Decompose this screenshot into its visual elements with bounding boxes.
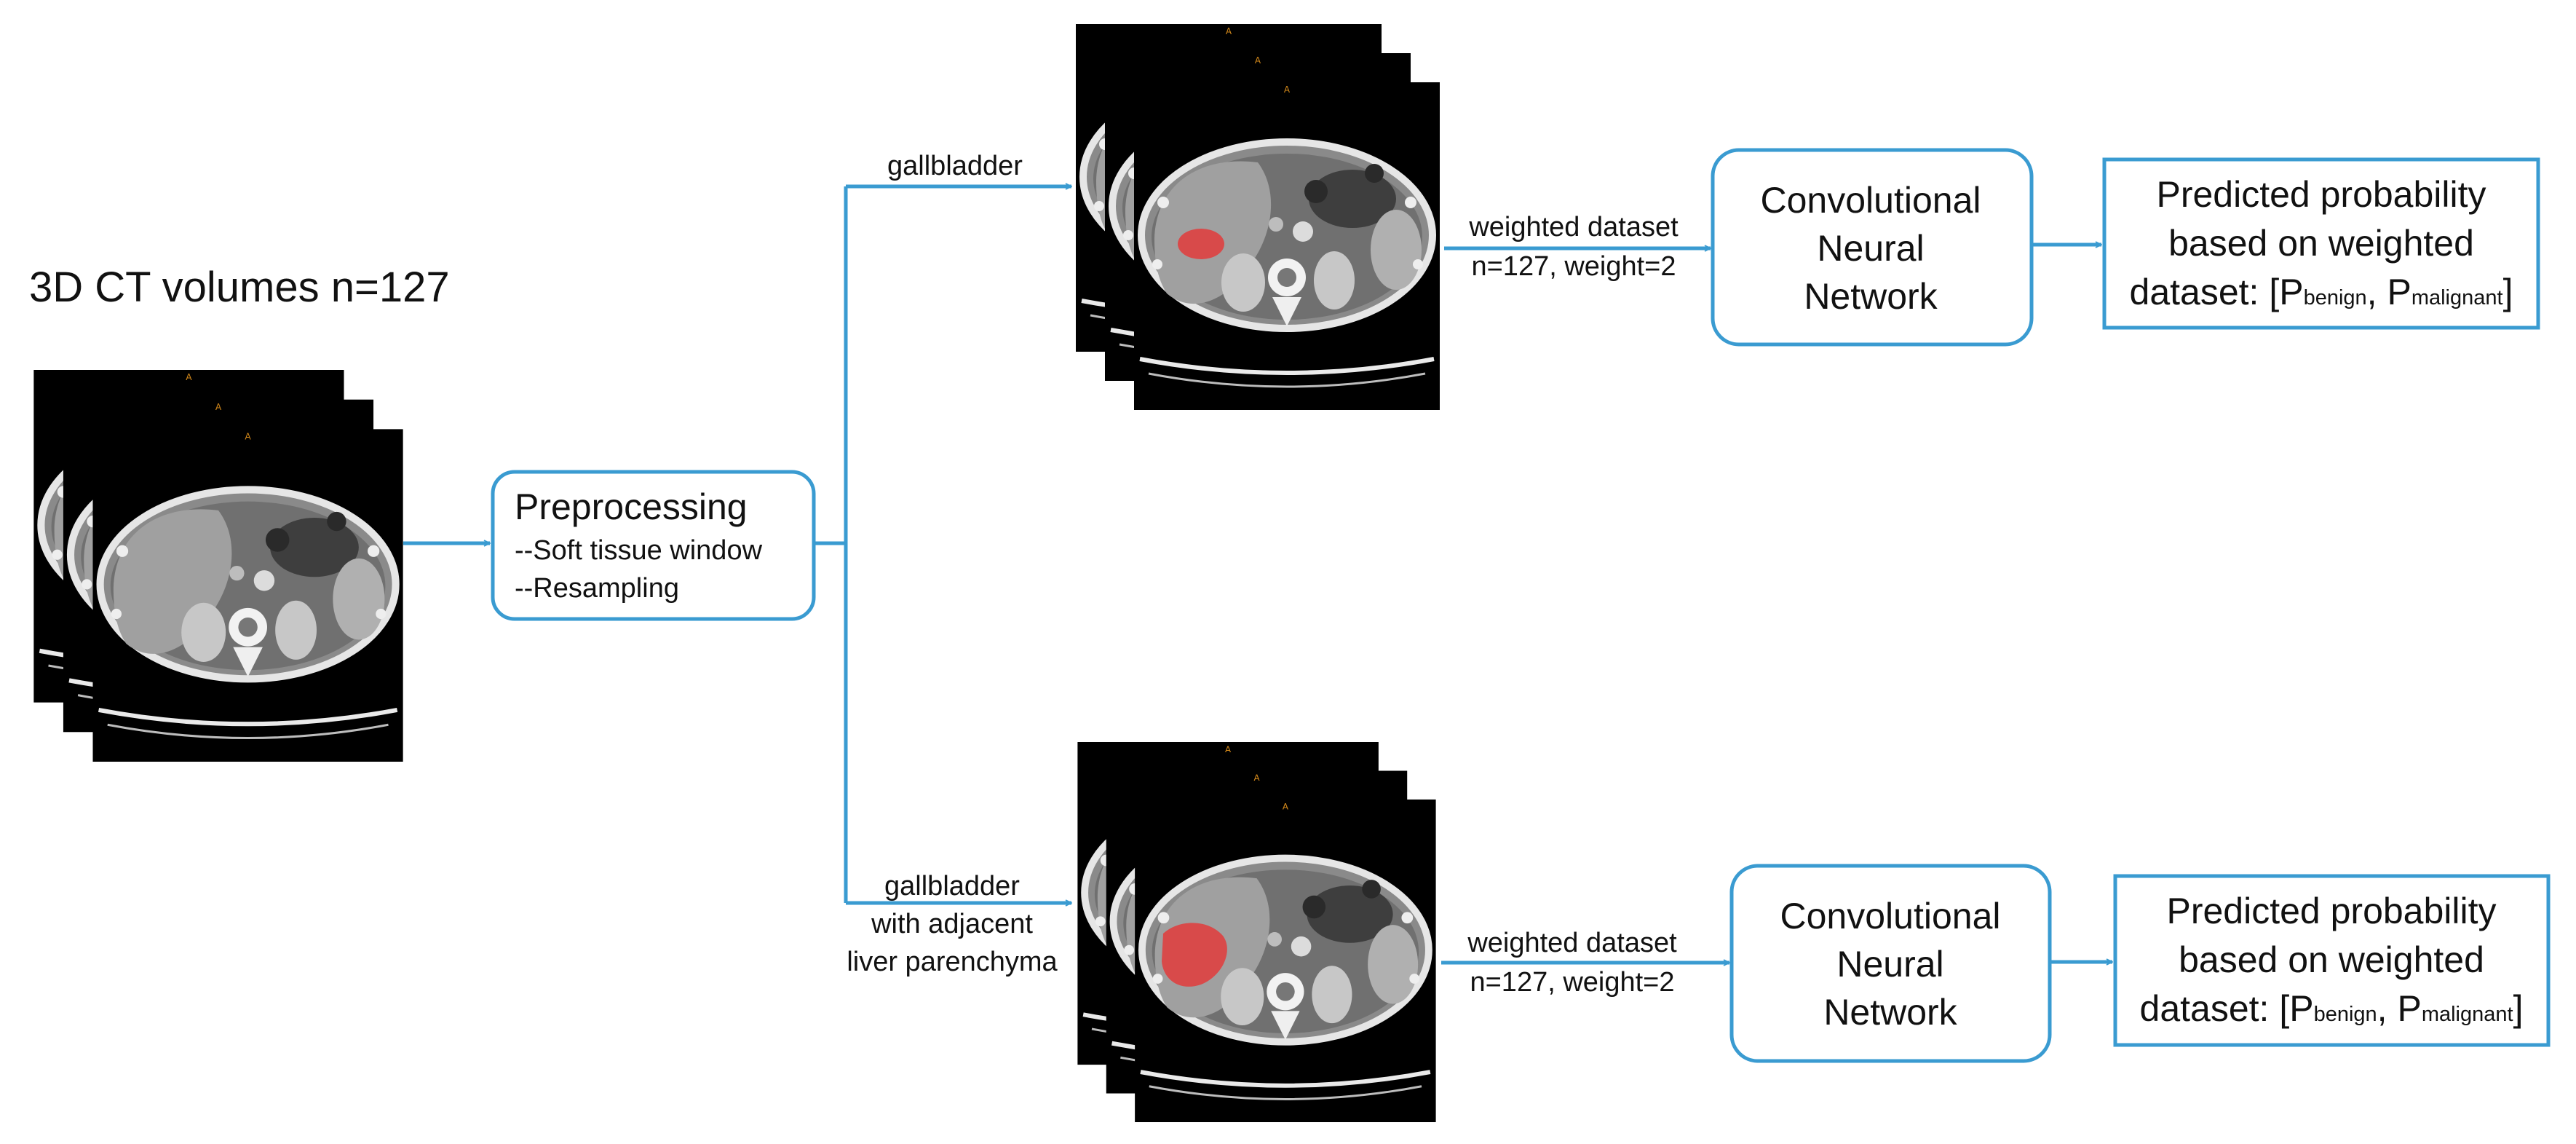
cnn-box: Convolutional Neural Network [1711, 148, 2034, 347]
segmentation-mask-icon [1178, 229, 1224, 259]
branch-connector [814, 186, 1071, 903]
cnn-label-line: Network [1804, 276, 1938, 317]
output-box: Predicted probability based on weighted … [2113, 874, 2551, 1047]
output-label-line: based on weighted [2168, 223, 2474, 264]
output-label-line: Predicted probability [2156, 174, 2486, 215]
preprocessing-title: Preprocessing [515, 486, 748, 527]
edge-label: weighted dataset [1468, 212, 1679, 242]
edge-label: n=127, weight=2 [1470, 967, 1674, 998]
preprocessing-box: Preprocessing --Soft tissue window --Res… [491, 470, 816, 621]
roi-label-line: with adjacent [871, 909, 1033, 939]
cnn-label-line: Convolutional [1761, 180, 1981, 221]
cnn-label-line: Neural [1836, 944, 1943, 985]
cnn-label-line: Network [1823, 992, 1957, 1033]
ct-slice-stack-icon [1076, 24, 1440, 410]
output-label-line: dataset: [Pbenign, Pmalignant] [2130, 272, 2513, 312]
roi-label-line: gallbladder [887, 151, 1023, 181]
roi-label-line: gallbladder [884, 871, 1020, 902]
input-title: 3D CT volumes n=127 [29, 264, 450, 311]
cnn-label-line: Neural [1817, 228, 1924, 269]
ct-slice-stack-icon [33, 370, 403, 762]
roi-label: gallbladder with adjacent liver parenchy… [847, 871, 1058, 977]
output-label-line: Predicted probability [2166, 891, 2496, 931]
roi-label: gallbladder [887, 151, 1023, 181]
ct-slice-stack-icon [1077, 742, 1435, 1122]
cnn-box: Convolutional Neural Network [1729, 864, 2052, 1063]
edge-label: n=127, weight=2 [1471, 251, 1676, 282]
edge-label: weighted dataset [1467, 928, 1677, 958]
roi-label-line: liver parenchyma [847, 947, 1058, 977]
output-box: Predicted probability based on weighted … [2102, 157, 2540, 330]
segmentation-mask-icon [1162, 923, 1227, 987]
output-label-line: based on weighted [2179, 939, 2484, 980]
preprocessing-step: --Soft tissue window [515, 535, 763, 566]
cnn-label-line: Convolutional [1780, 896, 2001, 936]
preprocessing-step: --Resampling [515, 573, 679, 604]
output-label-line: dataset: [Pbenign, Pmalignant] [2140, 988, 2524, 1029]
